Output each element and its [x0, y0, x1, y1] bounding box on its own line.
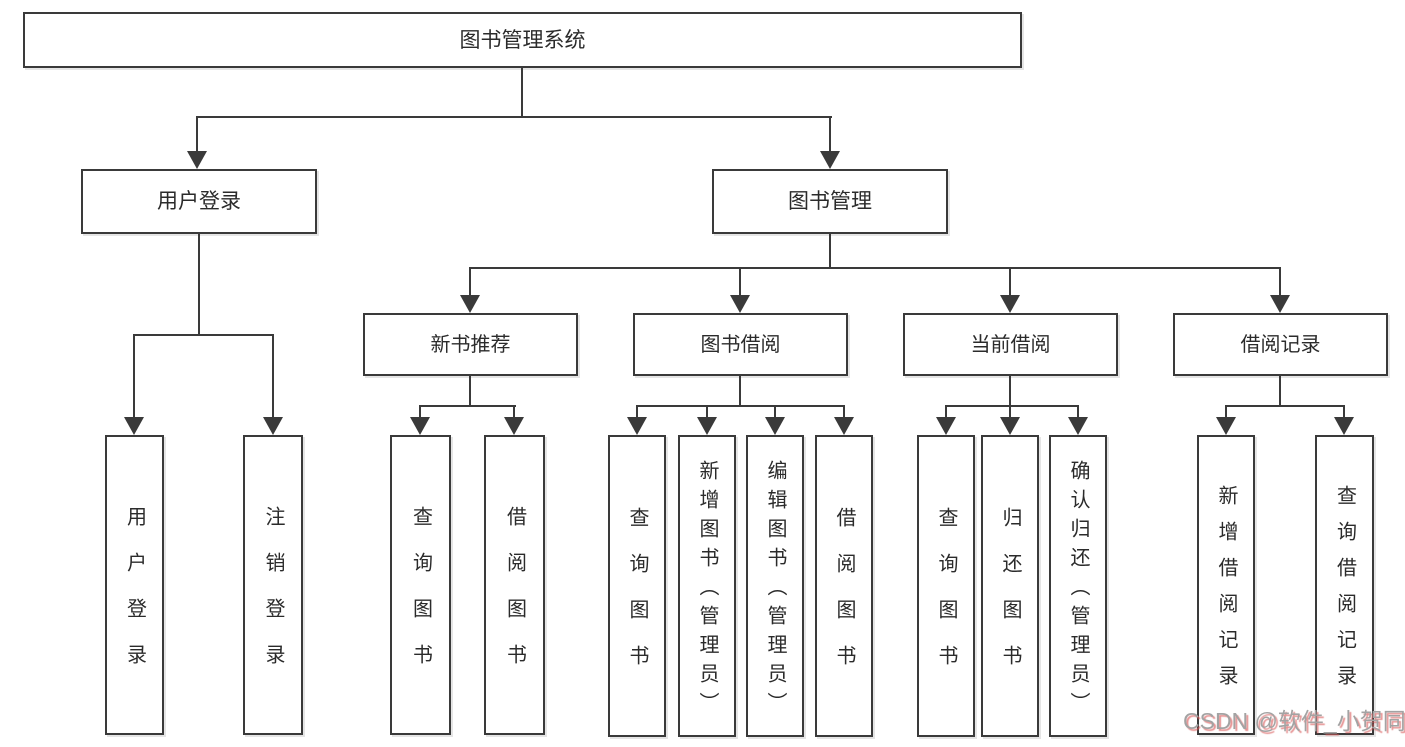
leaf-query-borrow-record: 查询借阅记录 [1315, 435, 1374, 735]
connector-root-stem [521, 68, 523, 117]
leaf-confirm-return-admin: 确认归还（管理员） [1049, 435, 1107, 737]
connector-line [272, 335, 274, 419]
connector-to-current [1009, 268, 1011, 298]
connector-userlogin-stem [198, 234, 200, 335]
arrow-down-icon [627, 417, 647, 435]
arrow-down-icon [730, 295, 750, 313]
leaf-query-books-current: 查询图书 [917, 435, 975, 737]
arrow-down-icon [820, 151, 840, 169]
arrow-down-icon [765, 417, 785, 435]
watermark: CSDN @软件_小贺同学 [1183, 708, 1405, 734]
node-current-borrow: 当前借阅 [903, 313, 1118, 376]
connector-line [945, 406, 947, 420]
connector-line [1343, 406, 1345, 420]
connector-line [774, 406, 776, 420]
connector-line [636, 406, 638, 420]
arrow-down-icon [460, 295, 480, 313]
leaf-borrow-books-recommend: 借阅图书 [484, 435, 545, 735]
leaf-logout: 注销登录 [243, 435, 303, 735]
node-book-borrow: 图书借阅 [633, 313, 848, 376]
arrow-down-icon [1216, 417, 1236, 435]
arrow-down-icon [504, 417, 524, 435]
connector-line [739, 376, 741, 406]
connector-line [843, 406, 845, 420]
connector-bookmgmt-stem [829, 234, 831, 268]
node-book-management: 图书管理 [712, 169, 948, 234]
connector-line [1077, 406, 1079, 420]
connector-line [133, 335, 135, 419]
arrow-down-icon [410, 417, 430, 435]
leaf-query-books-borrow: 查询图书 [608, 435, 666, 737]
connector-line [1009, 406, 1011, 420]
connector-l2-hline [469, 267, 1281, 269]
connector-line [419, 406, 421, 420]
arrow-down-icon [124, 417, 144, 435]
leaf-query-books-recommend: 查询图书 [390, 435, 451, 735]
leaf-add-borrow-record: 新增借阅记录 [1197, 435, 1255, 735]
connector-line [945, 405, 1079, 407]
leaf-borrow-books: 借阅图书 [815, 435, 873, 737]
connector-line [1279, 376, 1281, 406]
node-library-management-system: 图书管理系统 [23, 12, 1022, 68]
connector-line [1225, 406, 1227, 420]
connector-to-book-mgmt [829, 117, 831, 155]
leaf-user-login: 用户登录 [105, 435, 164, 735]
connector-to-borrow [739, 268, 741, 298]
connector-to-records [1279, 268, 1281, 298]
arrow-down-icon [834, 417, 854, 435]
connector-line [706, 406, 708, 420]
arrow-down-icon [1334, 417, 1354, 435]
arrow-down-icon [936, 417, 956, 435]
arrow-down-icon [1000, 417, 1020, 435]
connector-to-recommend [469, 268, 471, 298]
arrow-down-icon [697, 417, 717, 435]
connector-line [1225, 405, 1345, 407]
arrow-down-icon [263, 417, 283, 435]
arrow-down-icon [187, 151, 207, 169]
node-borrow-records: 借阅记录 [1173, 313, 1388, 376]
leaf-edit-books-admin: 编辑图书（管理员） [746, 435, 804, 737]
node-new-book-recommend: 新书推荐 [363, 313, 578, 376]
connector-line [513, 406, 515, 420]
leaf-add-books-admin: 新增图书（管理员） [678, 435, 736, 737]
connector-line [419, 405, 516, 407]
leaf-return-books: 归还图书 [981, 435, 1039, 737]
connector-l1-hline [196, 116, 832, 118]
node-user-login: 用户登录 [81, 169, 317, 234]
arrow-down-icon [1270, 295, 1290, 313]
arrow-down-icon [1000, 295, 1020, 313]
connector-line [636, 405, 845, 407]
arrow-down-icon [1068, 417, 1088, 435]
connector-userlogin-hline [133, 334, 274, 336]
connector-line [1009, 376, 1011, 406]
connector-line [469, 376, 471, 406]
connector-to-user-login [196, 117, 198, 155]
